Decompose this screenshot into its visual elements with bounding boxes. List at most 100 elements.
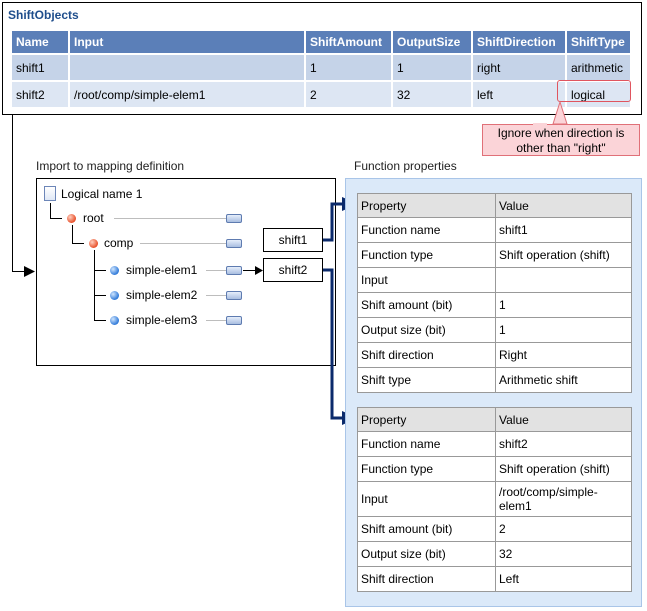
leaf-node-icon bbox=[110, 266, 119, 275]
table-cell: 1 bbox=[495, 317, 632, 343]
table-cell: shift2 bbox=[12, 80, 70, 107]
table-cell: 32 bbox=[392, 80, 473, 107]
table-row: Input/root/comp/simple-elem1 bbox=[357, 481, 632, 517]
function-box-shift1[interactable]: shift1 bbox=[263, 228, 323, 252]
table-cell: Right bbox=[495, 342, 632, 368]
table-cell: right bbox=[472, 53, 567, 81]
function-box-shift2[interactable]: shift2 bbox=[263, 258, 323, 282]
tree-node-comp[interactable]: comp bbox=[104, 236, 134, 250]
document-icon bbox=[44, 186, 56, 201]
table-cell: Shift operation (shift) bbox=[495, 456, 632, 482]
table-cell bbox=[495, 267, 632, 293]
tree-node-simple-elem1[interactable]: simple-elem1 bbox=[126, 263, 198, 277]
table-cell: /root/comp/simple-elem1 bbox=[495, 481, 632, 517]
mapping-line bbox=[114, 218, 226, 219]
output-port[interactable] bbox=[226, 266, 242, 275]
column-header: Input bbox=[69, 31, 306, 54]
table-cell: Function type bbox=[357, 456, 496, 482]
column-header: Value bbox=[495, 193, 632, 218]
tree-node-simple-elem2[interactable]: simple-elem2 bbox=[126, 288, 198, 302]
mapping-line bbox=[206, 270, 226, 271]
column-header: Name bbox=[12, 31, 70, 54]
tree-line bbox=[94, 270, 106, 271]
table-cell: arithmetic bbox=[566, 53, 632, 81]
function-properties-label: Function properties bbox=[354, 159, 457, 173]
tree-line bbox=[50, 218, 62, 219]
tree-line bbox=[72, 225, 73, 243]
callout-note: Ignore when direction is other than "rig… bbox=[482, 124, 640, 156]
table-cell: 1 bbox=[495, 292, 632, 318]
tree-node-simple-elem3[interactable]: simple-elem3 bbox=[126, 313, 198, 327]
mapping-line bbox=[206, 320, 226, 321]
callout-joint bbox=[533, 123, 547, 125]
mapping-label: Import to mapping definition bbox=[36, 159, 185, 173]
output-port[interactable] bbox=[226, 291, 242, 300]
arrow-head bbox=[255, 266, 263, 275]
tree-line bbox=[94, 295, 106, 296]
shift-objects-title: ShiftObjects bbox=[8, 8, 79, 22]
connector-line bbox=[12, 115, 13, 272]
table-cell: Shift type bbox=[357, 367, 496, 393]
table-cell: Shift direction bbox=[357, 566, 496, 592]
table-row: Shift amount (bit)2 bbox=[357, 516, 632, 542]
table-header-row: Name Input ShiftAmount OutputSize ShiftD… bbox=[12, 31, 632, 54]
table-cell: Output size (bit) bbox=[357, 317, 496, 343]
output-port[interactable] bbox=[226, 316, 242, 325]
table-row: Output size (bit)1 bbox=[357, 317, 632, 343]
tree-line bbox=[94, 320, 106, 321]
table-header-row: Property Value bbox=[357, 193, 632, 218]
column-header: ShiftDirection bbox=[472, 31, 567, 54]
table-row: Shift amount (bit)1 bbox=[357, 292, 632, 318]
table-cell: Shift direction bbox=[357, 342, 496, 368]
table-cell: 1 bbox=[392, 53, 473, 81]
column-header: ShiftType bbox=[566, 31, 632, 54]
tree-line bbox=[94, 250, 95, 321]
connector-line bbox=[12, 271, 26, 272]
table-cell: Function type bbox=[357, 242, 496, 268]
arrow-head bbox=[24, 266, 35, 277]
column-header: Property bbox=[357, 193, 496, 218]
shift-objects-table: Name Input ShiftAmount OutputSize ShiftD… bbox=[12, 31, 632, 107]
table-cell: Shift amount (bit) bbox=[357, 292, 496, 318]
table-cell: /root/comp/simple-elem1 bbox=[69, 80, 306, 107]
table-cell: Shift operation (shift) bbox=[495, 242, 632, 268]
tree-node-root[interactable]: root bbox=[83, 211, 104, 225]
table-row: shift2 /root/comp/simple-elem1 2 32 left… bbox=[12, 80, 632, 107]
table-cell: Input bbox=[357, 267, 496, 293]
mapping-line bbox=[243, 270, 257, 271]
table-cell: 2 bbox=[305, 80, 393, 107]
table-cell: shift1 bbox=[12, 53, 70, 81]
table-cell: 32 bbox=[495, 541, 632, 567]
tree-line bbox=[50, 203, 51, 218]
table-cell: left bbox=[472, 80, 567, 107]
table-cell bbox=[69, 53, 306, 81]
logical-name: Logical name 1 bbox=[61, 187, 143, 201]
column-header: Value bbox=[495, 407, 632, 432]
table-cell: Function name bbox=[357, 431, 496, 457]
table-cell: Output size (bit) bbox=[357, 541, 496, 567]
table-row: Output size (bit)32 bbox=[357, 541, 632, 567]
table-cell: 2 bbox=[495, 516, 632, 542]
table-cell: Arithmetic shift bbox=[495, 367, 632, 393]
table-cell: shift1 bbox=[495, 217, 632, 243]
table-cell: Input bbox=[357, 481, 496, 517]
column-header: Property bbox=[357, 407, 496, 432]
table-header-row: Property Value bbox=[357, 407, 632, 432]
output-port[interactable] bbox=[226, 239, 242, 248]
table-cell: shift2 bbox=[495, 431, 632, 457]
table-cell: Shift amount (bit) bbox=[357, 516, 496, 542]
table-cell: Function name bbox=[357, 217, 496, 243]
column-header: OutputSize bbox=[392, 31, 473, 54]
leaf-node-icon bbox=[110, 316, 119, 325]
table-row: Input bbox=[357, 267, 632, 293]
output-port[interactable] bbox=[226, 214, 242, 223]
table-cell: logical bbox=[566, 80, 632, 107]
